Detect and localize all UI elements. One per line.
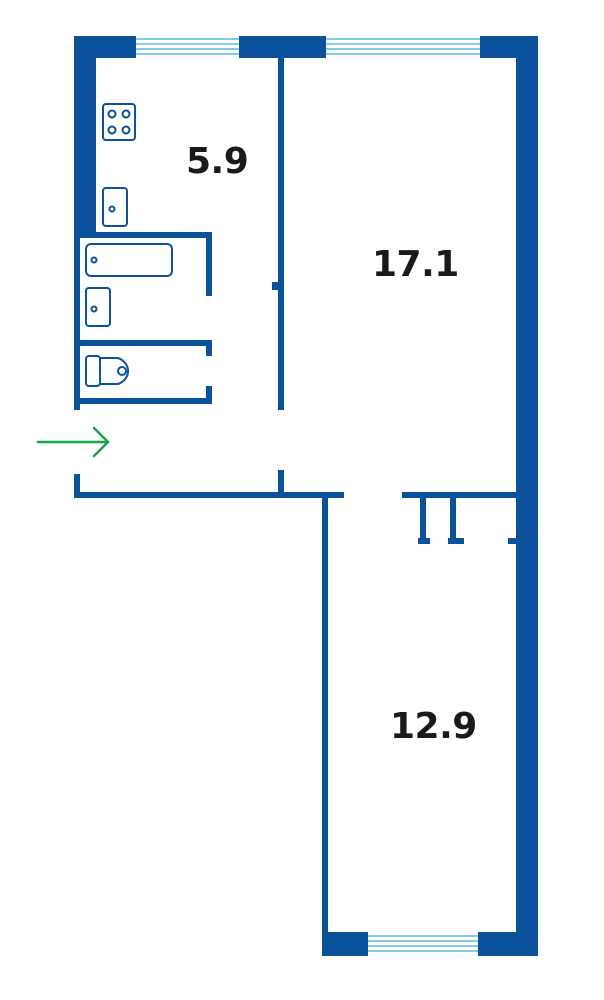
wall-partition-kitchen	[278, 58, 284, 410]
walls	[74, 36, 538, 956]
wall-bath-right-lower	[206, 340, 212, 356]
wall-partition-stub	[272, 282, 278, 290]
wall-pier-bottom-left	[322, 932, 368, 956]
wall-bath-right-upper	[206, 232, 212, 296]
wall-closet-2-foot	[448, 538, 464, 544]
wall-wc-right	[206, 386, 212, 404]
bathtub-icon	[85, 243, 173, 277]
room-area-kitchen: 5.9	[186, 141, 249, 182]
wall-left-bath	[74, 232, 80, 410]
window-kitchen	[136, 38, 239, 55]
window-small-room	[368, 935, 478, 952]
wall-hall-bottom	[74, 492, 344, 498]
room-area-small-room: 12.9	[390, 706, 477, 747]
window-large-room	[326, 38, 480, 55]
wall-closet-1	[420, 492, 426, 542]
windows	[136, 38, 480, 952]
wall-pier-bottom-right	[478, 932, 538, 956]
room-area-large-room: 17.1	[372, 244, 459, 285]
wall-left-hall	[74, 474, 80, 498]
stove-icon	[102, 103, 136, 141]
wall-partition-hall	[278, 470, 284, 498]
wall-closet-3-foot	[508, 538, 518, 544]
wall-closet-2	[450, 492, 456, 542]
wall-hall-bottom-right	[402, 492, 516, 498]
wall-small-room-left	[322, 492, 328, 956]
wash-basin-icon	[85, 287, 111, 327]
wall-closet-1-foot	[418, 538, 430, 544]
wall-pier-top-middle	[239, 36, 326, 58]
toilet-icon	[85, 355, 130, 387]
kitchen-sink-icon	[102, 187, 128, 227]
wall-wc-bottom	[80, 398, 212, 404]
wall-bath-middle	[80, 340, 212, 346]
wall-right	[516, 36, 538, 956]
entrance-arrow-icon	[36, 426, 110, 458]
wall-left-kitchen	[74, 36, 96, 232]
wall-bath-top	[80, 232, 212, 238]
